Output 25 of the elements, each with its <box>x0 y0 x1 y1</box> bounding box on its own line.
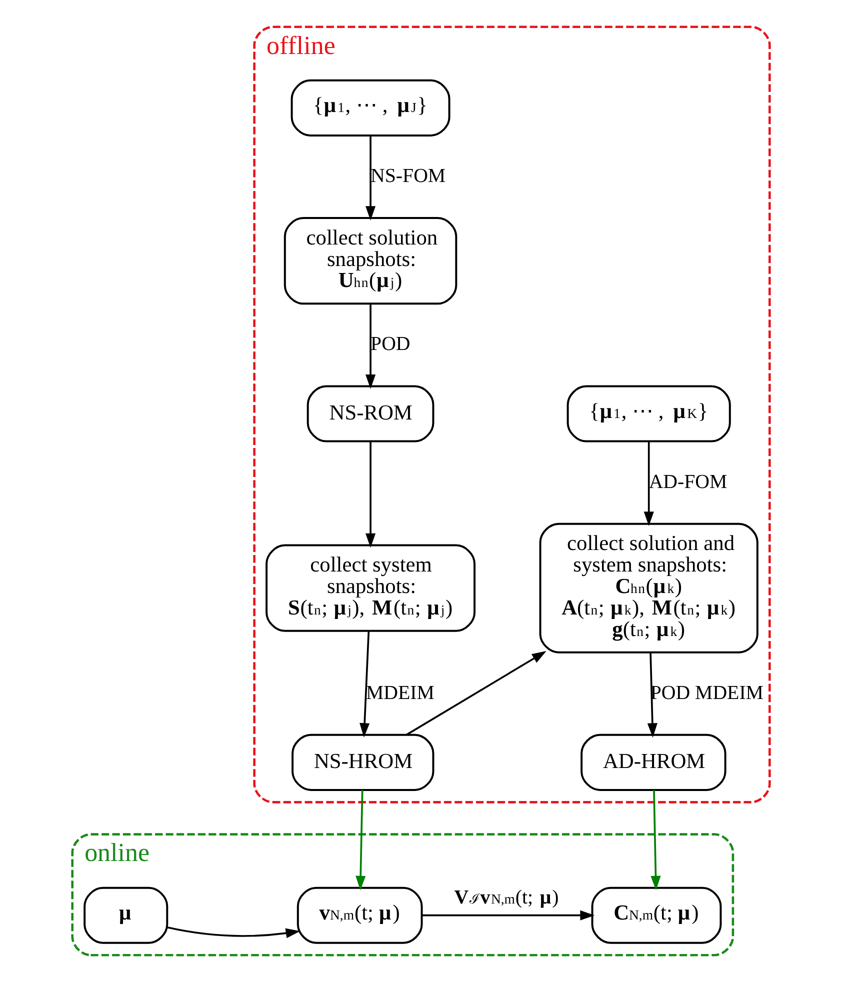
arrow <box>644 441 654 526</box>
node-box: collect system snapshots: S(tn; μj), M(tn; μj) <box>266 544 476 632</box>
arrow <box>650 790 661 890</box>
edge-label: MDEIM <box>366 682 434 704</box>
arrow <box>406 651 546 736</box>
node-box: {μ1, ⋯ , μK} <box>566 385 731 442</box>
node-box: collect solution and system snapshots: Chn(μk) A(tn; μk), M(tn; μk) g(tn; μk) <box>539 522 758 654</box>
arrow <box>360 631 370 738</box>
arrow <box>356 790 366 890</box>
node-box: vN,m(t; μ) <box>296 886 423 944</box>
arrow <box>647 652 658 738</box>
edge-label: AD-FOM <box>648 470 728 493</box>
node-box: NS-ROM <box>306 385 434 442</box>
node-box: CN,m(t; μ) <box>591 886 722 944</box>
node-box: μ <box>84 886 168 944</box>
edge-label: VℐvN,m(t; μ) <box>454 886 559 909</box>
node-box: collect solution snapshots: Uhn(μj) <box>284 217 458 305</box>
arrow <box>366 136 376 220</box>
node-box: {μ1, ⋯ , μJ} <box>290 79 450 136</box>
arrow <box>422 910 595 920</box>
arrow <box>366 304 376 389</box>
arrow <box>167 926 300 938</box>
node-box: NS-HROM <box>292 734 434 791</box>
node-box: AD-HROM <box>580 734 726 791</box>
arrow <box>366 441 376 548</box>
